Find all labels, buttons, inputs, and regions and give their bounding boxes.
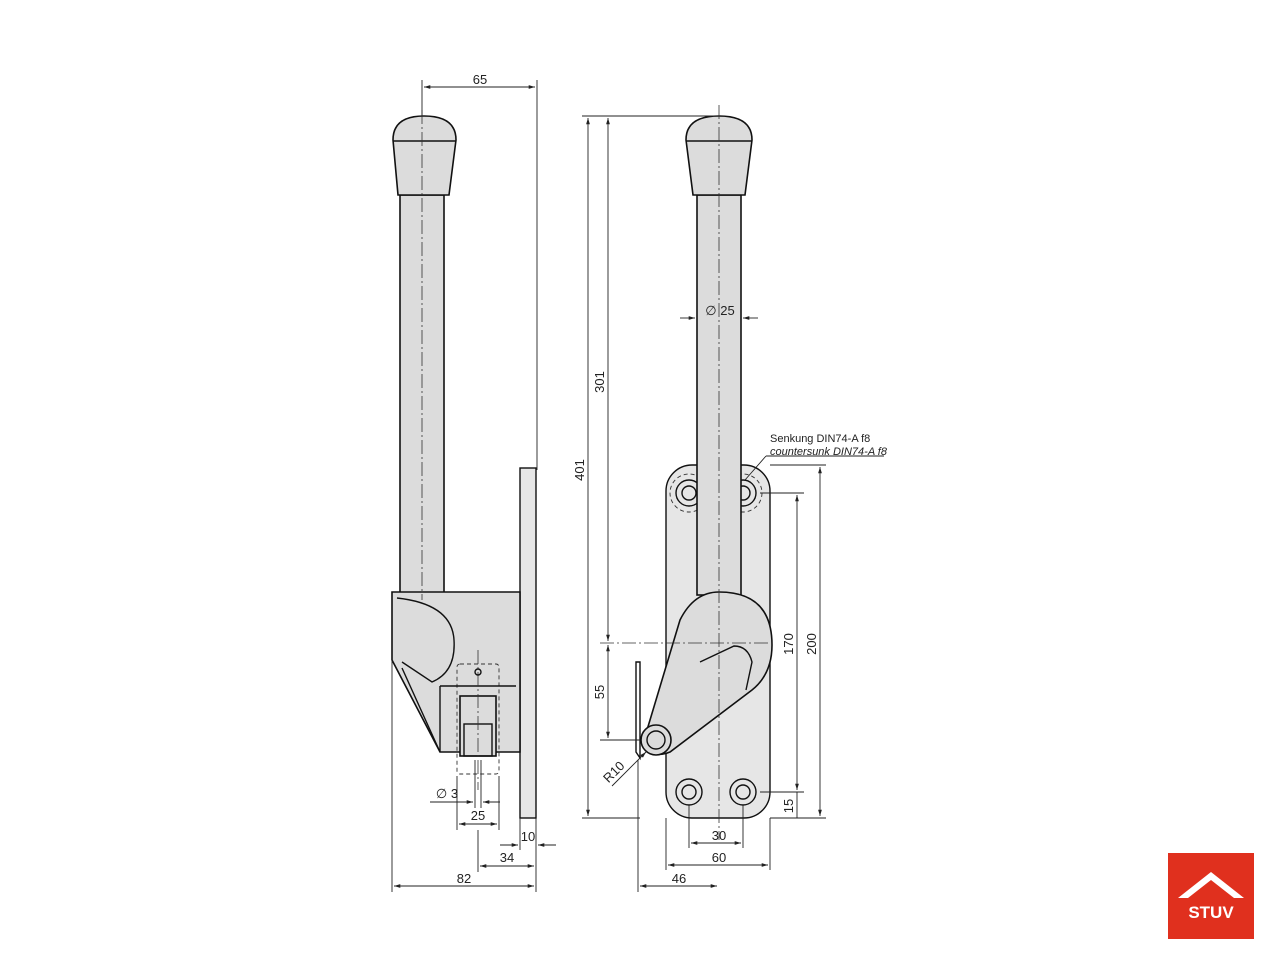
front-latch-pin [640,724,672,756]
stuv-logo: STUV [1168,853,1254,939]
dim-65: 65 [473,72,487,87]
dim-60: 60 [712,850,726,865]
dim-r10: R10 [600,758,627,785]
dim-200: 200 [804,633,819,655]
dim-30: 30 [712,828,726,843]
dim-25: 25 [471,808,485,823]
dim-46: 46 [672,871,686,886]
dim-401: 401 [572,459,587,481]
side-cam-hub [391,591,521,753]
side-view [391,110,537,819]
dim-170: 170 [781,633,796,655]
dim-diameter-25: ∅ 25 [705,303,734,318]
side-knob [392,115,457,196]
note-countersink-de: Senkung DIN74-A f8 [770,433,870,445]
dim-82: 82 [457,871,471,886]
dim-10: 10 [521,829,535,844]
dim-diameter-3: ∅ 3 [436,786,458,801]
dim-55: 55 [592,685,607,699]
front-view [600,105,773,840]
dim-34: 34 [500,850,514,865]
dim-301: 301 [592,371,607,393]
dim-15: 15 [781,799,796,813]
logo-text: STUV [1188,903,1234,922]
note-countersink-en: countersunk DIN74-A f8 [770,446,888,458]
side-mounting-plate [519,467,537,819]
front-cam [643,591,773,756]
